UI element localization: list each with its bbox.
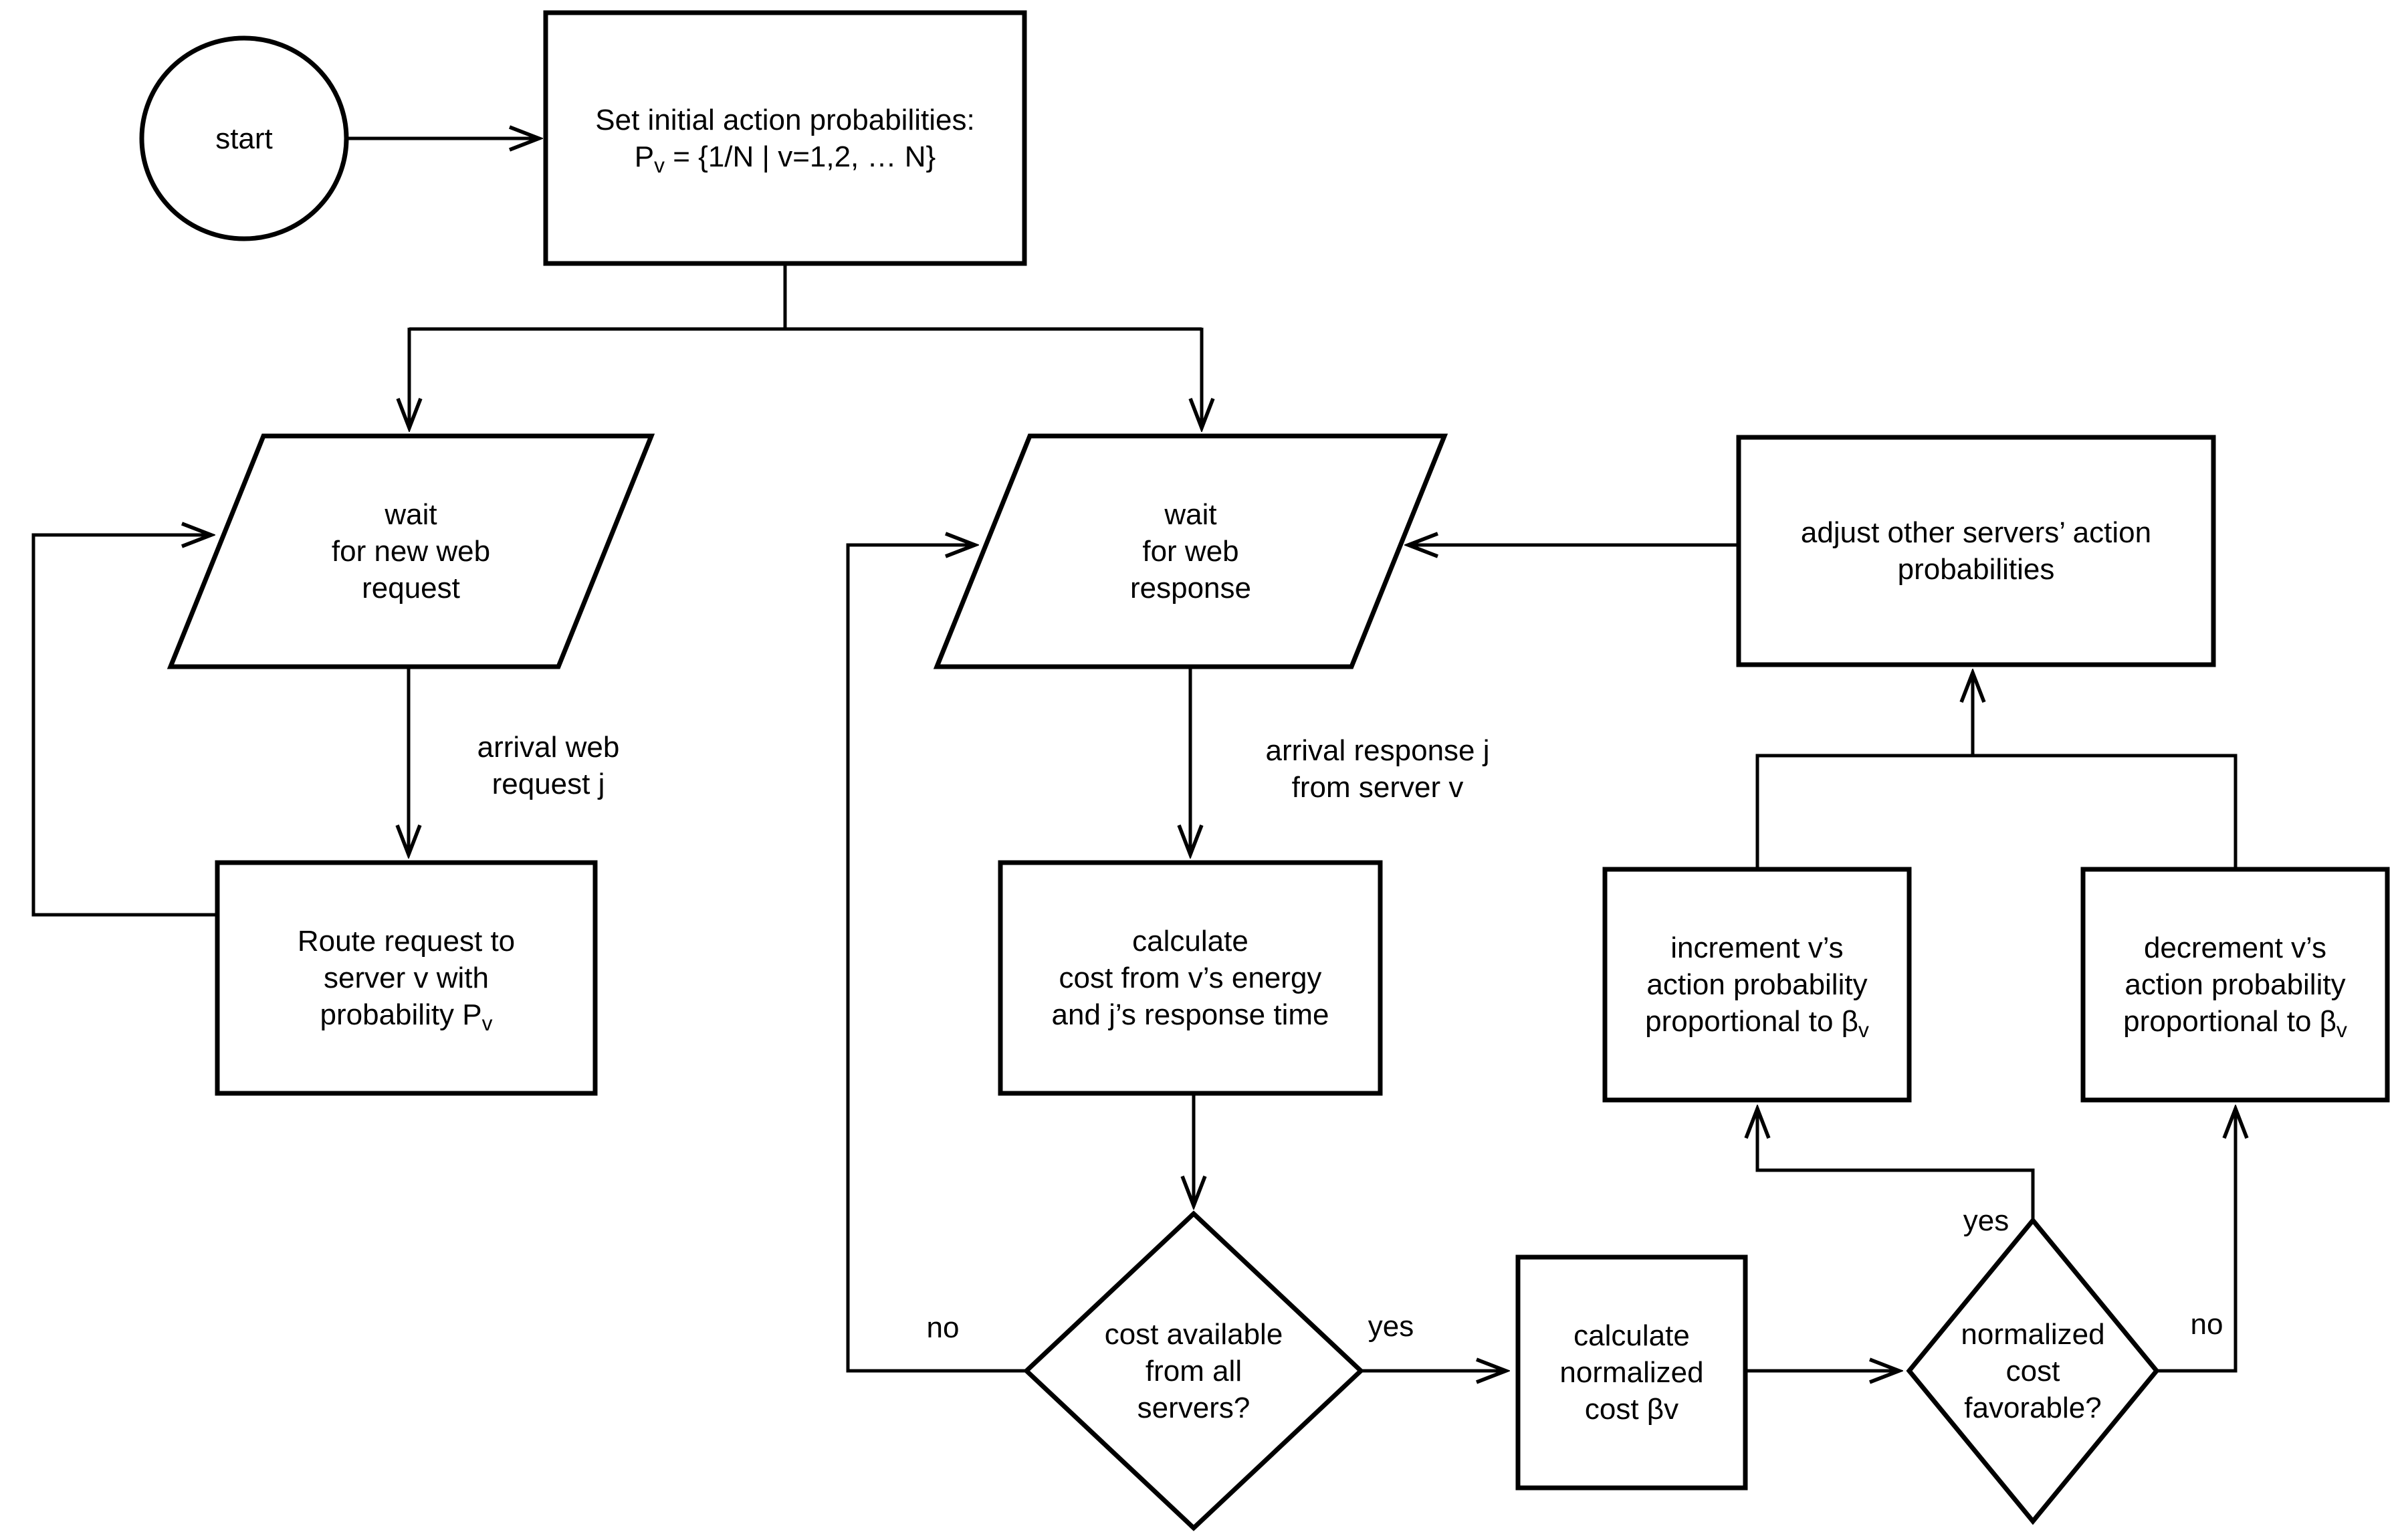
- edge-cost-available-no-loop: [846, 545, 1026, 1373]
- calculate-normalized-cost-box-shape: [1515, 1254, 1748, 1491]
- edge-route-loop-to-wait-request: [31, 535, 217, 917]
- cost-available-diamond-shape: [1022, 1210, 1365, 1531]
- init-probabilities-box-label: Set initial action probabilities:Pv = {1…: [595, 103, 975, 177]
- edge-favorable-no-to-decrement: [2157, 1109, 2236, 1373]
- start-node-label: start: [215, 122, 273, 155]
- wait-response-parallelogram-shape: [933, 433, 1448, 669]
- cost-favorable-diamond-shape: [1906, 1216, 2160, 1525]
- route-request-box-shape: [215, 860, 598, 1096]
- edge-increment-decrement-merge: [1755, 754, 2238, 869]
- adjust-probabilities-box-shape: [1736, 435, 2216, 667]
- calculate-cost-box-shape: [998, 860, 1383, 1096]
- edge-label-cost-favorable-yes: yes: [1963, 1204, 2009, 1237]
- edge-favorable-yes-to-increment: [1757, 1109, 2035, 1220]
- edge-label-cost-favorable-no: no: [2190, 1307, 2223, 1341]
- increment-box-shape: [1602, 867, 1912, 1103]
- edge-label-cost-available-yes: yes: [1368, 1309, 1414, 1343]
- wait-request-parallelogram-shape: [167, 433, 655, 669]
- decrement-box-shape: [2080, 867, 2390, 1103]
- edge-label-cost-available-no: no: [926, 1311, 960, 1344]
- init-probabilities-box-shape: [543, 10, 1027, 266]
- start-node-shape: [139, 35, 349, 241]
